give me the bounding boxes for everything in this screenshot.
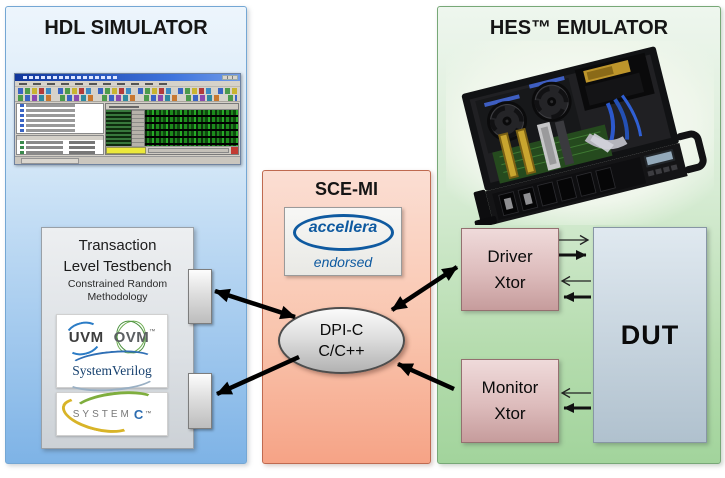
sim-toolbar (15, 87, 240, 102)
testbench-title-line1: Transaction (78, 237, 157, 254)
testbench-subtitle-line2: Methodology (87, 291, 148, 303)
sce-mi-title: SCE-MI (315, 179, 378, 199)
sim-horizontal-scrollbar (148, 148, 229, 153)
uvm-ovm-systemverilog-logo-card: UVM OVM™ SystemVerilog (56, 314, 168, 395)
testbench-port-bottom (188, 373, 212, 429)
ovm-logo-text: OVM (113, 329, 150, 346)
sim-signal-names-column (106, 110, 132, 146)
sim-wave-main (106, 110, 238, 146)
sim-close-corner (231, 147, 238, 154)
hes-emulator-title: HES™ EMULATOR (489, 17, 669, 39)
hdl-simulator-title: HDL SIMULATOR (44, 17, 208, 39)
sim-cursor-row (106, 147, 146, 154)
sim-title-text (23, 76, 118, 79)
testbench-title-line2: Level Testbench (63, 258, 172, 275)
dut-box: DUT (593, 227, 707, 443)
systemc-c-text: C (133, 406, 144, 422)
transaction-level-testbench-box: Transaction Level Testbench Constrained … (41, 227, 194, 449)
sim-signal-values-column (132, 110, 145, 146)
systemc-logo-text: SYSTEM (72, 408, 132, 420)
dpic-line1: DPI-C (319, 321, 364, 339)
accellera-endorsed-badge: accellera endorsed (284, 207, 402, 276)
hes-emulator-panel: HES™ EMULATOR (437, 6, 721, 464)
dpi-c-ellipse: DPI-C C/C++ (278, 307, 405, 374)
sim-titlebar (15, 74, 240, 81)
sce-mi-panel: SCE-MI accellera endorsed DPI-C C/C++ (262, 170, 431, 464)
sim-wave-footer (106, 146, 238, 154)
testbench-subtitle-line1: Constrained Random (67, 278, 168, 290)
simulator-screenshot (14, 73, 241, 165)
systemc-trademark: ™ (145, 411, 152, 417)
uvm-logo: UVM (62, 318, 104, 359)
sim-left-panes (15, 102, 105, 156)
sim-wave-header (106, 104, 238, 110)
sim-objects-list (16, 135, 104, 155)
sim-waveform-area (145, 110, 238, 146)
accellera-logo-text: accellera (308, 219, 378, 236)
accellera-endorsed-text: endorsed (313, 254, 373, 270)
sim-tab (21, 158, 79, 164)
monitor-xtor-box: Monitor Xtor (461, 359, 559, 443)
ovm-trademark: ™ (149, 329, 156, 335)
emulator-hardware-photo (446, 41, 714, 225)
sim-window-buttons (222, 75, 238, 80)
sim-body (15, 102, 240, 156)
sim-toolbar-row-icons (18, 95, 237, 101)
systemverilog-logo: SystemVerilog (57, 347, 167, 395)
sim-menubar (15, 81, 240, 87)
uvm-logo-text: UVM (68, 329, 104, 346)
accellera-ellipse-icon (293, 214, 394, 251)
monitor-xtor-line1: Monitor (481, 378, 539, 397)
driver-xtor-line1: Driver (487, 246, 533, 266)
dpic-line2: C/C++ (318, 342, 365, 360)
hdl-simulator-panel: HDL SIMULATOR (5, 6, 247, 464)
systemverilog-logo-text: SystemVerilog (72, 363, 152, 378)
testbench-port-top (188, 269, 212, 324)
sim-toolbar-row-icons (18, 88, 237, 94)
dut-label: DUT (620, 319, 680, 350)
ovm-logo: OVM™ (110, 315, 156, 359)
monitor-xtor-line2: Xtor (494, 404, 526, 423)
driver-xtor-line2: Xtor (494, 272, 526, 292)
sim-wave-window (105, 103, 239, 155)
sim-structure-tree (16, 103, 104, 134)
sim-tab-bar (15, 156, 240, 164)
driver-xtor-box: Driver Xtor (461, 228, 559, 311)
